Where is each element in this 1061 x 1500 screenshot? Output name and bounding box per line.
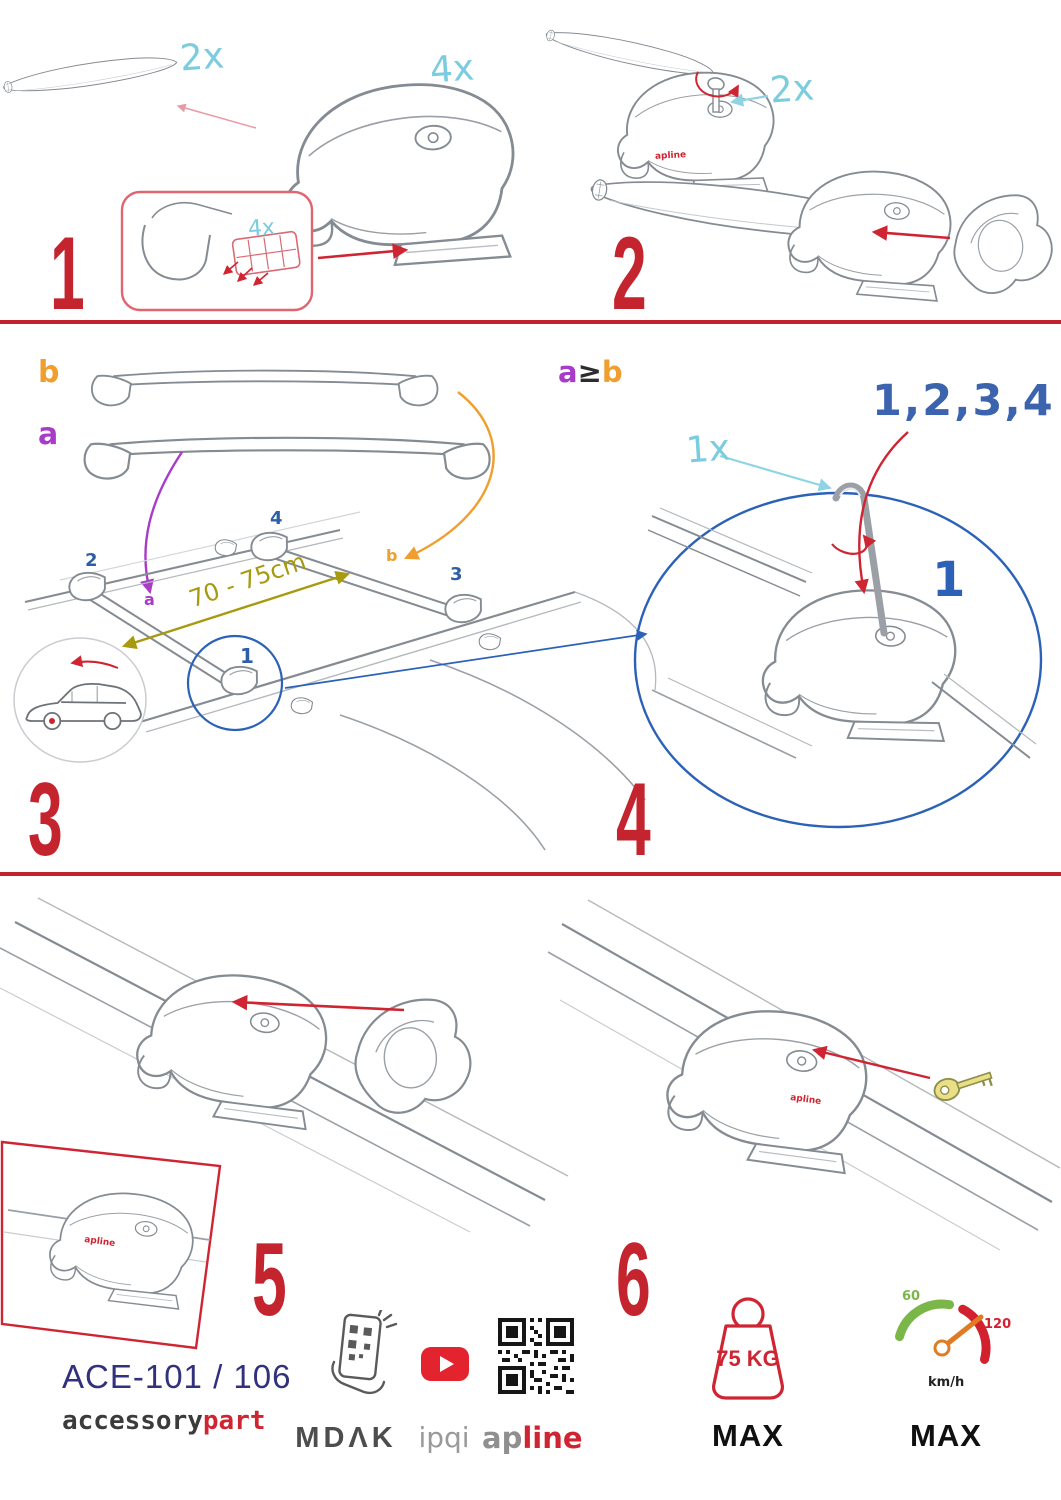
weight-max-label: MAX: [712, 1418, 784, 1453]
step2-number: 2: [612, 216, 647, 332]
roof-drawing: [24, 511, 657, 851]
position-3: 3: [450, 564, 463, 585]
step6-key: [930, 1064, 996, 1105]
allen-key-highlight: [839, 487, 861, 497]
steps-5-6-illustration: [0, 897, 1061, 1350]
max-weight-value: 75 KG: [716, 1346, 780, 1371]
step1-number: 1: [50, 216, 85, 332]
section-divider-2: [0, 872, 1061, 876]
position-1: 1: [240, 644, 254, 668]
roof-b-label: b: [386, 546, 398, 565]
allen-key: [832, 482, 888, 637]
position-2: 2: [85, 550, 98, 571]
step6-foot: [657, 994, 877, 1178]
apline-ap: ap: [482, 1421, 523, 1455]
bar-a-arrow: [140, 451, 183, 595]
step3-number: 3: [28, 762, 63, 878]
allen-key-quantity: 1x: [684, 427, 732, 472]
steps-1-2-illustration: [1, 20, 1058, 312]
speed-high-label: 120: [984, 1317, 1012, 1332]
phone-scan-icon: [331, 1310, 398, 1395]
foot-drawing: [278, 78, 521, 272]
step5-arrow: [231, 994, 405, 1012]
distance-label: 70 - 75cm: [185, 547, 310, 614]
zoom-foot-detail: [647, 507, 1037, 759]
qr-code: [498, 1318, 574, 1394]
assembled-foot: [782, 161, 957, 305]
speed-max-label: MAX: [910, 1418, 982, 1453]
bar-b-drawing: [91, 369, 439, 407]
car-inset: [13, 637, 147, 763]
brand-accessory: accessory: [62, 1406, 203, 1436]
pad-quantity: 4x: [247, 215, 276, 242]
brand-wordmark: accessorypart: [62, 1408, 266, 1434]
torque-arrow: [831, 534, 877, 555]
rule-a: a: [558, 355, 578, 389]
bar-a-drawing: [83, 436, 491, 480]
highlight-circle: [186, 634, 284, 732]
tighten-position: 1: [932, 552, 966, 608]
step6-rail: [547, 899, 1061, 1251]
qty-arrow: [730, 93, 769, 107]
step5-foot: [128, 959, 336, 1134]
apline-logo: apline: [482, 1421, 583, 1455]
crossbar-drawing: [1, 52, 179, 97]
section-divider-1: [0, 320, 1061, 324]
pad-inset: [120, 190, 314, 312]
key-qty-arrow: [719, 454, 832, 492]
step6-arrow: [811, 1045, 931, 1080]
foot-with-key: [616, 71, 775, 195]
tighten-sequence: 1,2,3,4: [872, 376, 1055, 426]
mdak-logo: MDΛK: [295, 1422, 397, 1454]
ipqi-logo: ipqi: [418, 1421, 470, 1454]
youtube-icon: [421, 1347, 469, 1381]
turn-arrow: [695, 71, 739, 98]
foot-quantity: 4x: [428, 47, 476, 92]
position-4: 4: [270, 508, 283, 529]
zoom-ellipse: [633, 491, 1043, 829]
bar-into-foot: [543, 20, 716, 85]
cover-arrow: [871, 225, 951, 241]
key-quantity: 2x: [768, 67, 816, 112]
roof-a-label: a: [144, 590, 155, 609]
speed-unit-label: km/h: [928, 1375, 965, 1390]
zoom-connector-arrow: [284, 630, 648, 689]
key-inserted: [707, 77, 725, 113]
bar-b-arrow: [404, 391, 495, 560]
model-number: ACE-101 / 106: [62, 1358, 292, 1395]
bar-quantity: 2x: [178, 35, 226, 80]
inset-brand-logo: apline: [83, 1234, 116, 1250]
rule-label: a≥b: [558, 358, 623, 387]
step4-number: 4: [616, 762, 651, 878]
sequence-arrow: [854, 431, 909, 595]
step5-rail: [0, 897, 569, 1233]
step6-brand-logo: apline: [789, 1092, 822, 1108]
inset-to-foot-arrow: [317, 243, 409, 260]
speed-low-label: 60: [902, 1289, 921, 1304]
leader-line: [176, 103, 257, 129]
bar-b-label: b: [38, 355, 60, 390]
cover-piece: [946, 189, 1058, 299]
foot-brand-logo: apline: [654, 150, 687, 162]
apline-line: line: [522, 1421, 583, 1455]
rule-b: b: [601, 355, 623, 389]
step5-number: 5: [252, 1222, 287, 1338]
rule-operator: ≥: [577, 355, 602, 389]
bar-a-label: a: [38, 417, 59, 452]
step6-number: 6: [616, 1222, 651, 1338]
brand-part: part: [202, 1406, 266, 1436]
step5-cover: [350, 995, 475, 1117]
